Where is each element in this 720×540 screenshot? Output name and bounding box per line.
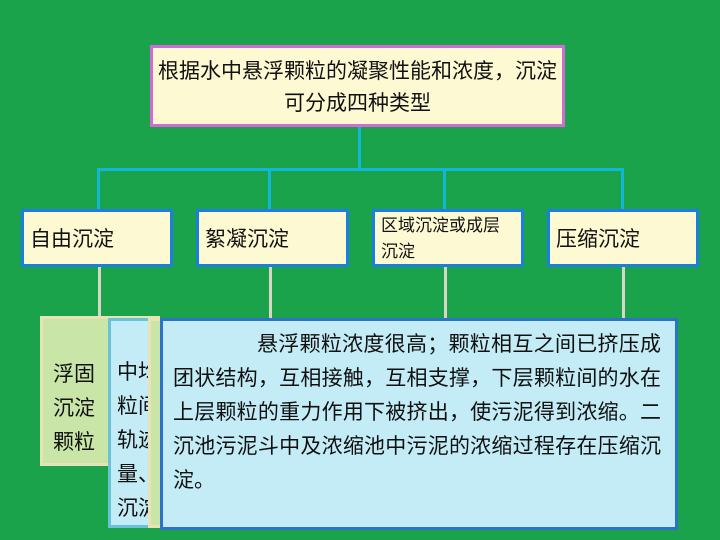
category-label: 区域沉淀或成层沉淀	[381, 216, 500, 262]
category-label: 自由沉淀	[30, 227, 114, 251]
category-label: 絮凝沉淀	[205, 227, 289, 251]
category-zone-settling: 区域沉淀或成层沉淀	[372, 209, 524, 267]
compression-settling-panel: 悬浮颗粒浓度很高；颗粒相互之间已挤压成团状结构，互相接触，互相支撑，下层颗粒间的…	[160, 318, 678, 530]
diagram-title-text: 根据水中悬浮颗粒的凝聚性能和浓度，沉淀可分成四种类型	[158, 59, 557, 115]
category-compression-settling: 压缩沉淀	[547, 209, 699, 267]
drop-line-3	[444, 267, 447, 318]
panel-line: 颗粒	[53, 430, 95, 454]
branch-connector-3	[443, 168, 446, 209]
title-stem-connector	[358, 127, 361, 171]
drop-line-4	[622, 267, 625, 318]
category-label: 压缩沉淀	[556, 227, 640, 251]
branch-connector-1	[97, 168, 100, 209]
drop-line-2	[269, 267, 272, 318]
branch-connector-4	[621, 168, 624, 209]
branch-connector-2	[268, 168, 271, 209]
compression-description-text: 悬浮颗粒浓度很高；颗粒相互之间已挤压成团状结构，互相接触，互相支撑，下层颗粒间的…	[173, 332, 661, 492]
category-flocculent-settling: 絮凝沉淀	[196, 209, 349, 267]
panel-line: 浮固	[53, 362, 95, 386]
horizontal-connector	[97, 168, 624, 171]
drop-line-1	[98, 267, 101, 318]
panel-line: 沉淀	[53, 396, 95, 420]
category-free-settling: 自由沉淀	[21, 209, 173, 267]
diagram-title-box: 根据水中悬浮颗粒的凝聚性能和浓度，沉淀可分成四种类型	[150, 45, 565, 127]
